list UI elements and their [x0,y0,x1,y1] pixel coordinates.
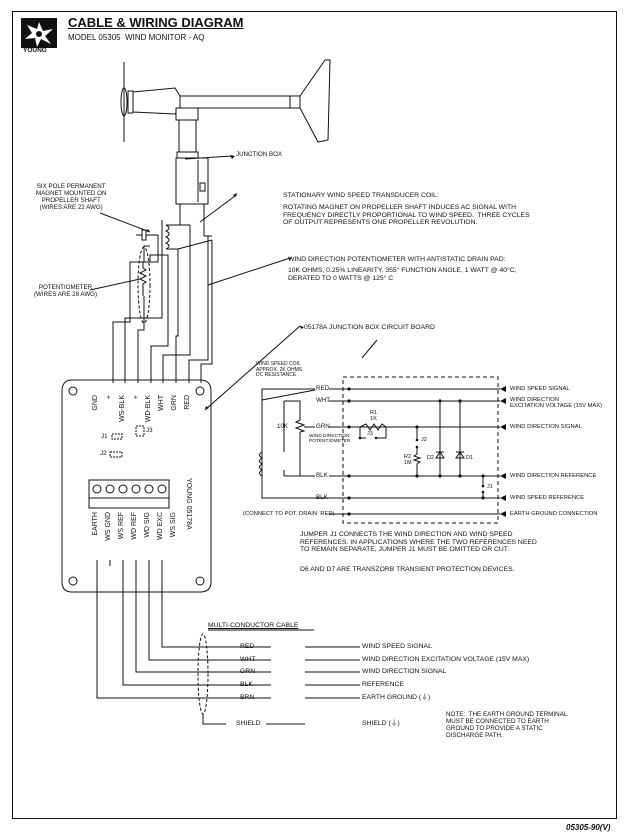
terminal-top: + [133,395,140,400]
terminal-bottom: WS REF [118,512,125,540]
j1-label: J1 [487,484,493,490]
earth-note: NOTE: THE EARTH GROUND TERMINAL MUST BE … [446,711,568,740]
terminal-top: WHT [158,395,165,411]
drawing-frame [12,11,617,819]
jumper-label: J1 [101,433,108,440]
cable-signal: WIND DIRECTION SIGNAL [362,668,447,675]
jumper-label: J3 [146,427,153,434]
terminal-bottom: WD EXC [157,512,164,540]
transducer-description: ROTATING MAGNET ON PROPELLER SHAFT INDUC… [283,204,530,227]
wire-label: BLK [316,472,328,479]
pot-schematic-label: WIND DIRECTION POTENTIOMETER [309,434,351,445]
cable-signal: SHIELD (⏚) [362,720,400,727]
sensor-components [89,195,304,411]
terminal-bottom: WS SIG [170,512,177,538]
output-label: WIND DIRECTION EXCITATION VOLTAGE (15V M… [510,397,603,410]
r2-label: R2 1M [404,454,412,467]
potentiometer-description: 10K OHMS, 0.25% LINEARITY, 355° FUNCTION… [288,267,517,282]
cable-signal: WIND SPEED SIGNAL [362,643,432,650]
output-label: EARTH GROUND CONNECTION [510,511,598,517]
d2-label: D2 [427,455,435,461]
j2-label: J2 [421,437,427,443]
r1-label: R1 1K [370,410,378,423]
cable-color: RED [240,643,255,650]
magnet-label: SIX POLE PERMANENT MAGNET MOUNTED ON PRO… [36,183,107,211]
wind-monitor-illustration [120,59,331,214]
d1-label: D1 [466,455,474,461]
wire-label: GRN [316,423,330,430]
terminal-bottom: WS GND [105,512,112,541]
doc-number: 05305-90(V) [566,823,611,832]
cable-signal: REFERENCE [362,681,404,688]
terminal-bottom: WD REF [131,512,138,540]
terminal-top: GRN [171,395,178,411]
young-logo: YOUNG [20,17,58,55]
board-title: 05178A JUNCTION BOX CIRCUIT BOARD [304,324,435,331]
board-brand: YOUNG 05178A [185,478,192,530]
cable-color: BLK [240,681,253,688]
board-outline [61,379,212,593]
cable-color: WHT [240,656,256,663]
terminal-top: + [106,395,113,400]
cable-wires [96,560,360,725]
output-label: WIND SPEED REFERENCE [510,495,585,501]
wire-label: RED [316,385,330,392]
output-label: WIND DIRECTION REFERENCE [510,473,597,479]
junction-box-label: JUNCTION BOX [236,151,283,158]
pot-value: 10K [277,423,289,430]
jumper-note: JUMPER J1 CONNECTS THE WIND DIRECTION AN… [300,531,537,554]
terminal-bottom: EARTH [92,512,99,536]
coil-note: WIND SPEED COIL APPROX. 2K OHMS DC RESIS… [256,361,303,379]
model-subtitle: MODEL 05305 WIND MONITOR - AQ [68,33,205,42]
sensor-wires [112,220,213,383]
terminal-top: GND [92,395,99,411]
cable-color: BRN [240,694,255,701]
terminal-top: RED [184,395,191,410]
logo-text: YOUNG [23,47,47,54]
output-label: WIND SPEED SIGNAL [510,386,570,392]
cable-signal: WIND DIRECTION EXCITATION VOLTAGE (15V M… [362,656,530,663]
j3-label: J3 [367,431,373,437]
page-title: CABLE & WIRING DIAGRAM [68,15,244,30]
potentiometer-title: WIND DIRECTION POTENTIOMETER WITH ANTIST… [288,256,506,263]
potentiometer-label: POTENTIOMETER (WIRES ARE 28 AWG) [34,284,98,298]
cable-title: MULTI-CONDUCTOR CABLE [208,622,299,629]
board-schematic [259,376,500,524]
transzorb-note: D6 AND D7 ARE TRANSZORB TRANSIENT PROTEC… [300,566,515,573]
young-logo-icon [21,18,57,48]
terminal-top: WD-BLK [145,395,152,423]
cable-color: SHIELD [236,720,261,727]
terminal-top: WS-BLK [119,395,126,422]
output-label: WIND DIRECTION SIGNAL [510,424,582,430]
wire-label: BLK [316,494,328,501]
wire-label: WHT [316,397,331,404]
cable-color: GRN [240,668,256,675]
transducer-title: STATIONARY WIND SPEED TRANSDUCER COIL: [283,192,439,199]
terminal-bottom: WD SIG [144,512,151,538]
jumper-label: J2 [100,450,107,457]
cable-signal: EARTH GROUND (⏚) [362,694,431,701]
drain-note: (CONNECT TO POT. DRAIN RED) [243,511,335,517]
